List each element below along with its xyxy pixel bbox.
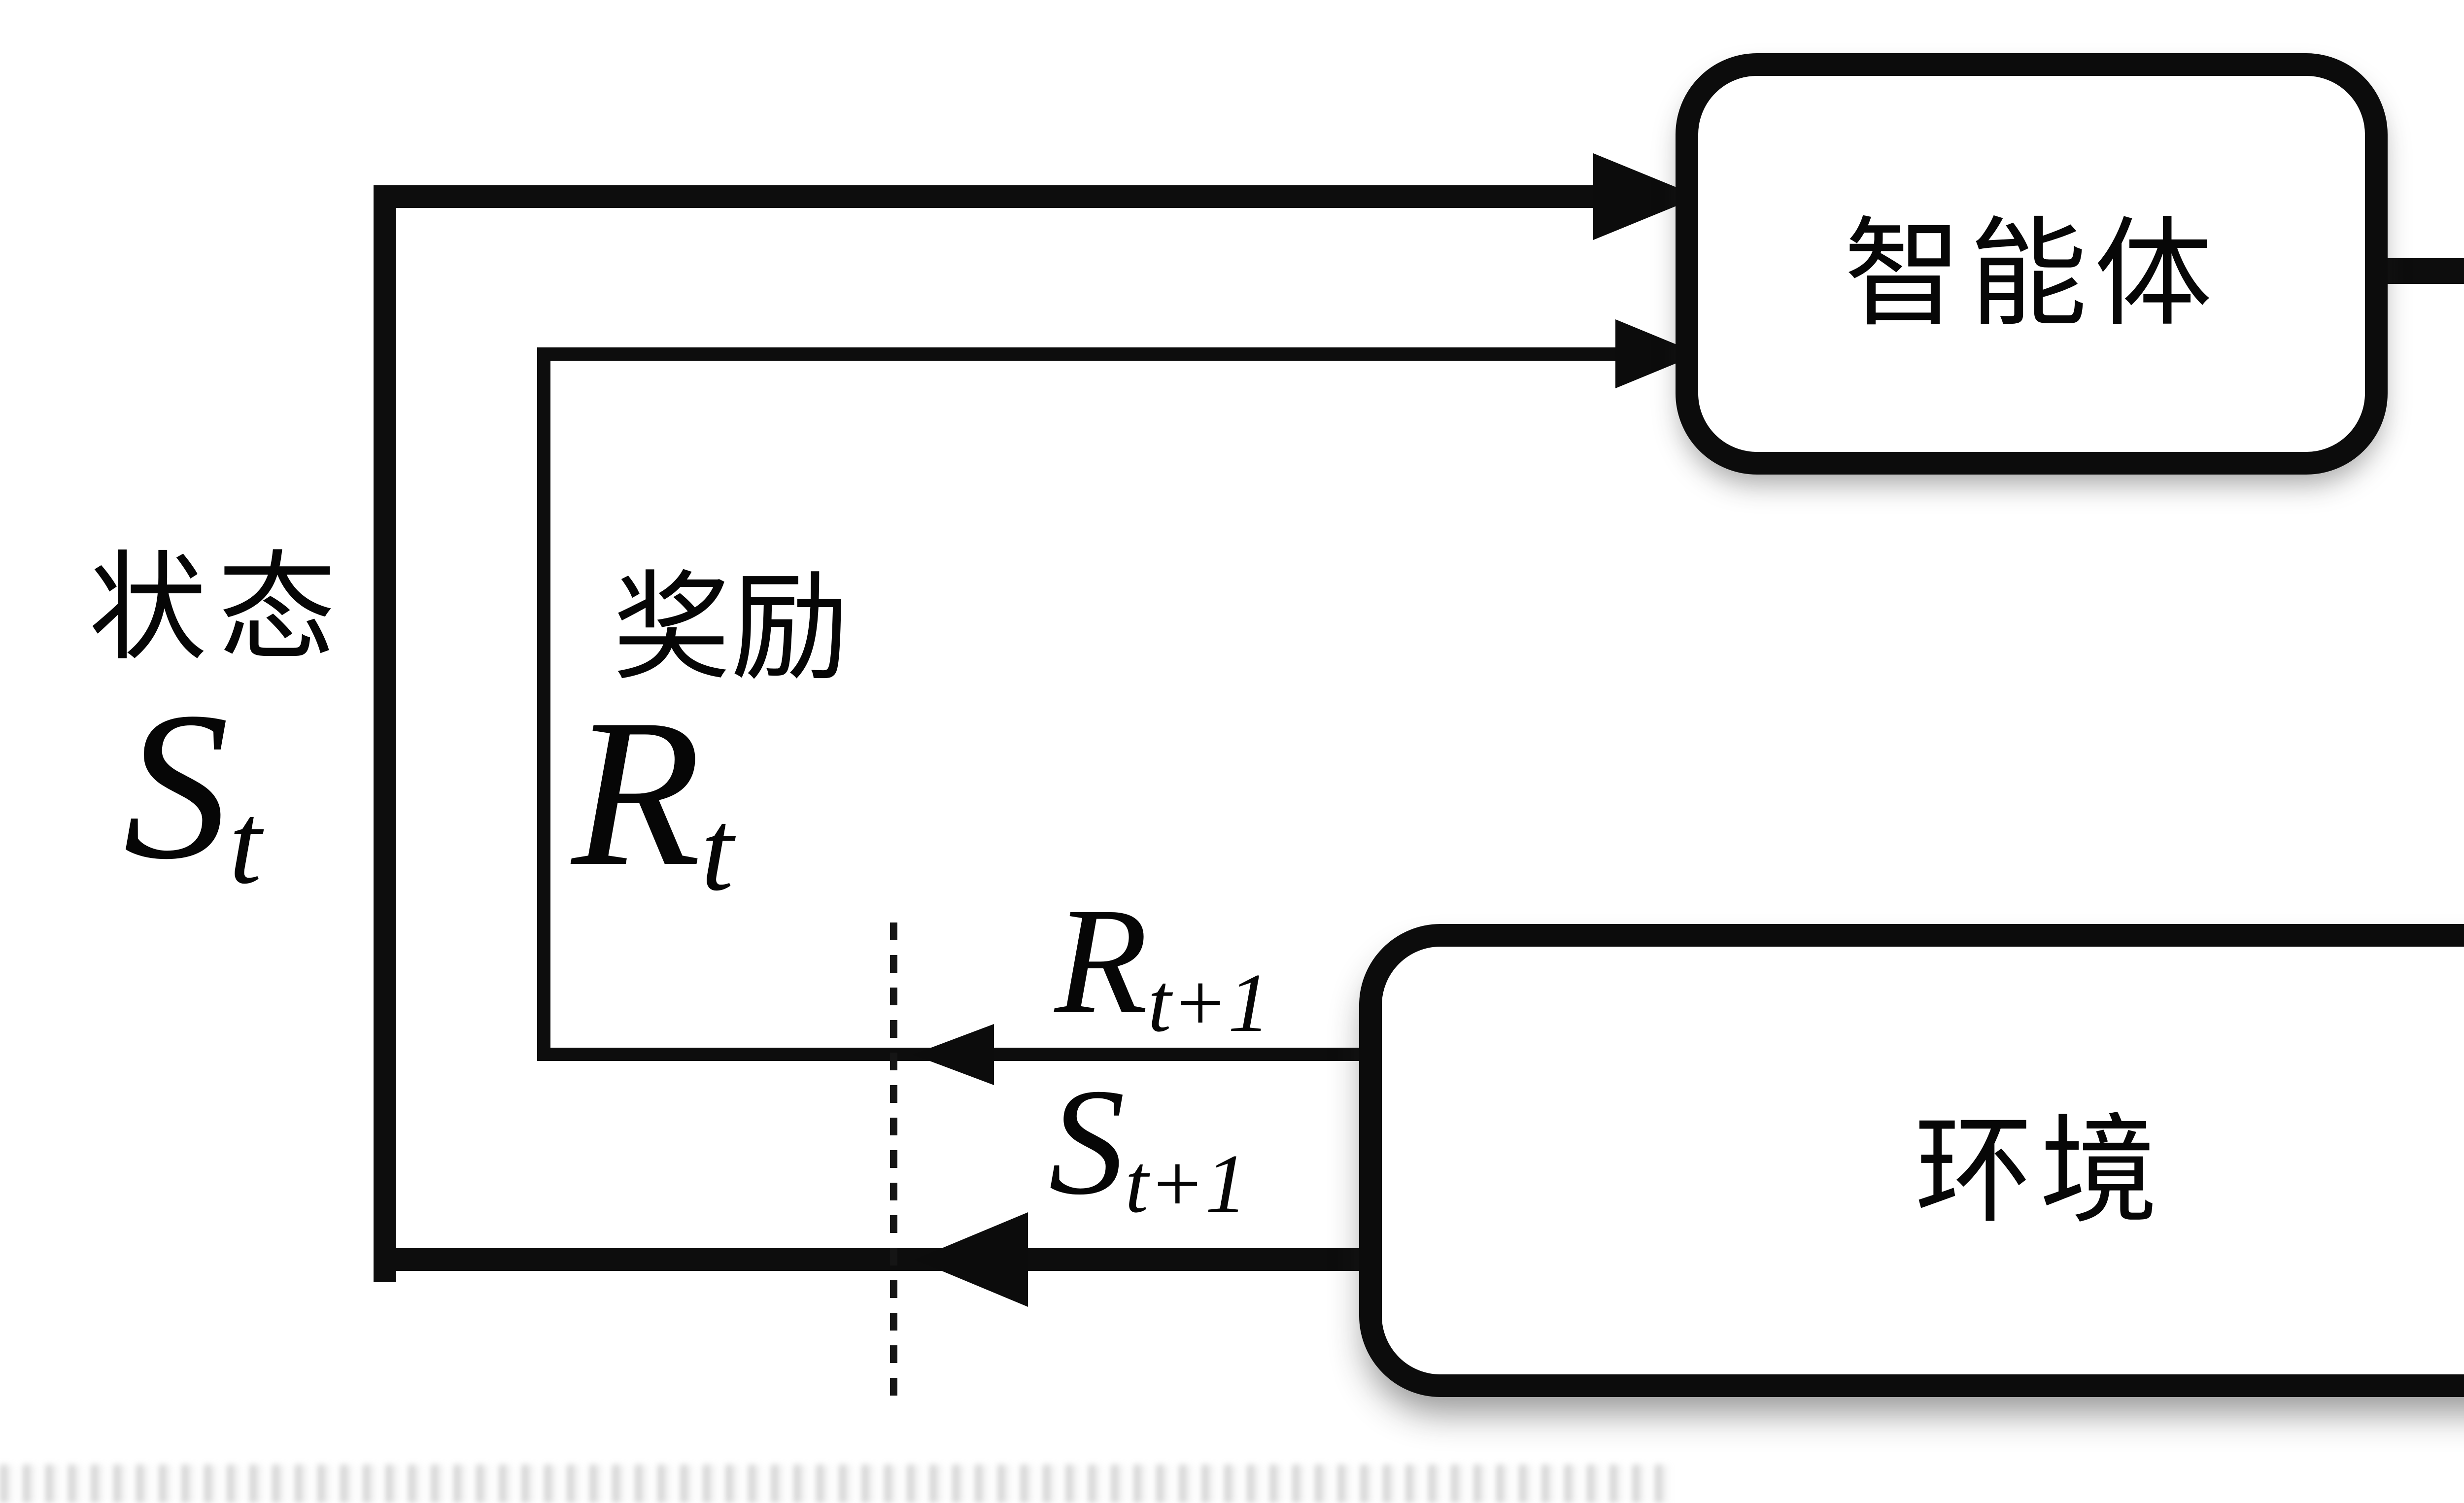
reward-symbol-subscript: t [701,786,734,916]
reward-line-vertical [537,347,550,1061]
state-label: 状态 [89,544,347,675]
next-reward-symbol-base: R [1055,877,1148,1046]
state-line-top [374,185,1596,208]
cut-off-text-artifact [0,1465,1676,1503]
next-reward-arrowhead [913,1024,994,1085]
time-step-dashed-line [890,922,897,1398]
action-line-top [2383,258,2464,284]
reward-line-top [537,347,1619,361]
state-line-vertical [374,185,396,1282]
next-reward-symbol: Rt+1 [1055,885,1270,1045]
state-symbol-base: S [123,669,229,903]
environment-label: 环境 [1914,1106,2165,1237]
next-state-symbol: St+1 [1049,1066,1247,1226]
next-state-symbol-base: S [1049,1058,1125,1227]
next-state-line [374,1248,1364,1271]
agent-label: 智能体 [1844,209,2220,341]
agent-box: 智能体 [1676,53,2388,475]
reward-symbol: Rt [572,687,733,909]
next-reward-symbol-subscript: t+1 [1148,956,1270,1049]
state-symbol-subscript: t [229,779,262,909]
state-symbol: St [123,680,262,902]
next-state-arrowhead [915,1212,1028,1307]
next-state-symbol-subscript: t+1 [1125,1136,1247,1230]
environment-box: 环境 [1359,924,2464,1397]
reward-label: 奖励 [613,563,850,694]
reward-symbol-base: R [572,676,701,910]
